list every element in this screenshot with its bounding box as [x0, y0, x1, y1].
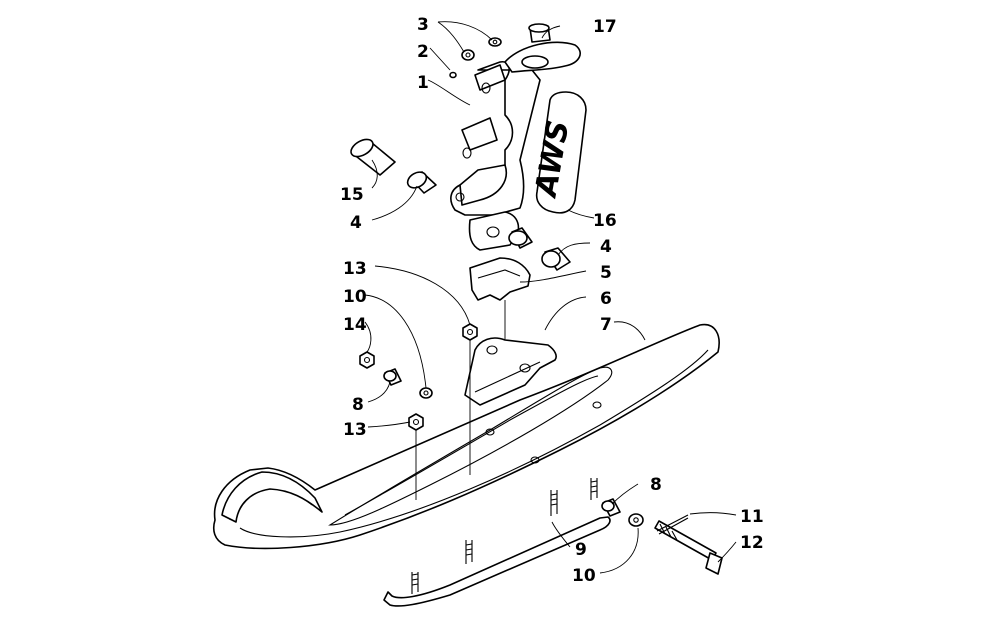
callout-8-left: 8 — [352, 395, 364, 415]
callout-10-left: 10 — [343, 287, 367, 307]
rubber-saddle — [469, 257, 531, 301]
leader-lines — [364, 21, 737, 574]
callout-13-top: 13 — [343, 259, 367, 279]
washer-3-hole — [492, 39, 498, 45]
callout-2: 2 — [417, 42, 429, 62]
washer-10-right-hole — [633, 517, 639, 523]
nut-2-hole — [465, 52, 471, 58]
callout-8-right: 8 — [650, 475, 662, 495]
bushing-left — [406, 171, 437, 194]
callout-9: 9 — [575, 540, 587, 560]
bolt-12 — [654, 520, 723, 575]
washer-10-right — [628, 513, 644, 527]
aws-decal: AWS — [528, 91, 587, 214]
cotter-pin-11 — [656, 514, 689, 535]
pin-small — [449, 71, 457, 79]
cap-17 — [528, 23, 551, 43]
callout-16: 16 — [593, 211, 617, 231]
callout-7: 7 — [600, 315, 612, 335]
nut-14 — [359, 351, 375, 369]
callout-11: 11 — [740, 507, 764, 527]
nut-13-top-hole — [466, 328, 474, 336]
callout-3: 3 — [417, 15, 429, 35]
ski-saddle-bracket — [464, 337, 557, 406]
washer-10-left-hole — [423, 390, 429, 396]
callout-1: 1 — [417, 73, 429, 93]
callout-5: 5 — [600, 263, 612, 283]
callout-13-bottom: 13 — [343, 420, 367, 440]
callout-4-left: 4 — [350, 213, 362, 233]
spacer-8-left-end — [383, 370, 397, 382]
callout-10-right: 10 — [572, 566, 596, 586]
spacer-8-right-end — [601, 500, 615, 512]
nut-14-hole — [363, 356, 371, 364]
bushing-right — [508, 227, 571, 271]
nut-13-top — [462, 323, 478, 341]
callout-4-right: 4 — [600, 237, 612, 257]
washer-10-left — [419, 387, 433, 399]
nut-13-bottom-hole — [412, 418, 420, 426]
spindle — [450, 41, 581, 251]
nut-2 — [461, 49, 475, 61]
nut-13-bottom — [408, 413, 424, 431]
bolt-spacer-15 — [350, 138, 396, 176]
callout-17: 17 — [593, 17, 617, 37]
callout-14: 14 — [343, 315, 367, 335]
callout-15: 15 — [340, 185, 364, 205]
callout-6: 6 — [600, 289, 612, 309]
ski — [212, 323, 720, 550]
wear-bar-runner — [383, 478, 611, 607]
callout-12: 12 — [740, 533, 764, 553]
